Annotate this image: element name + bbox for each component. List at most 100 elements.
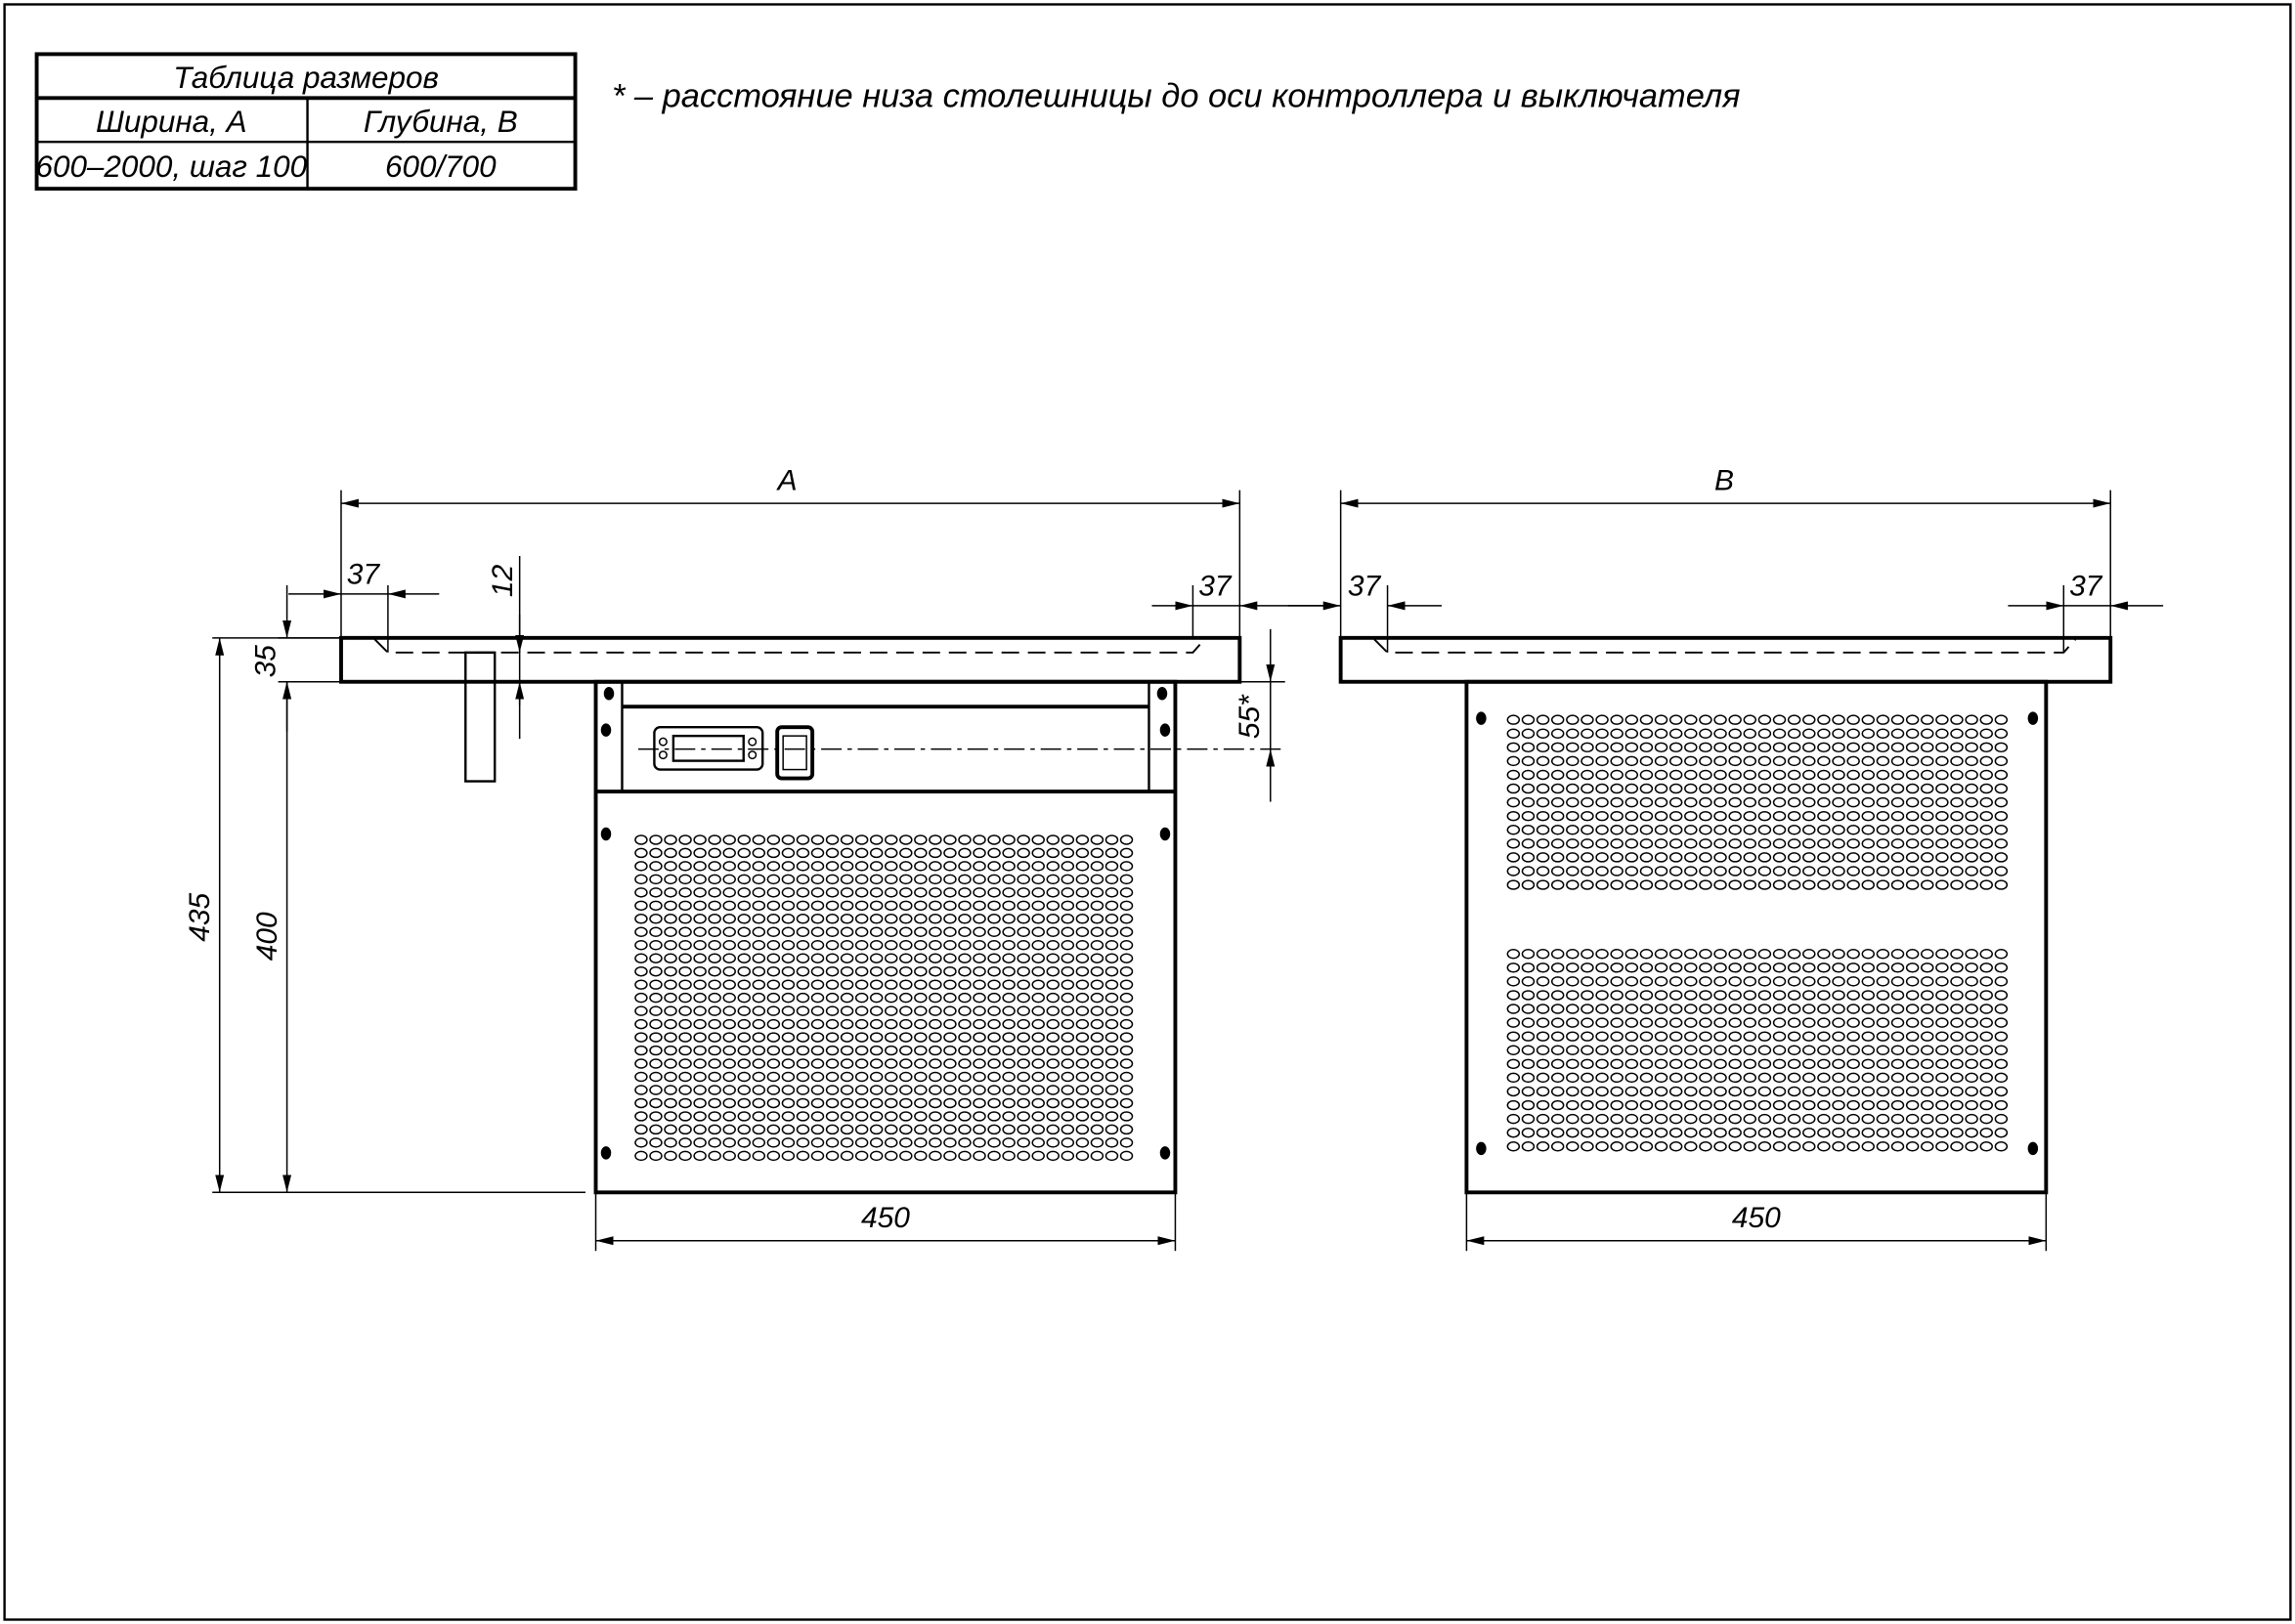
perforation-hole [1090, 914, 1104, 924]
perforation-hole [1521, 948, 1536, 960]
perforation-hole [1787, 1072, 1801, 1084]
perforation-hole [929, 1058, 942, 1069]
perforation-hole [678, 1005, 692, 1016]
perforation-hole [1061, 1085, 1075, 1095]
perforation-hole [678, 940, 692, 951]
perforation-hole [1002, 1150, 1016, 1162]
perforation-hole [737, 1150, 752, 1162]
perforation-hole [1061, 1150, 1075, 1162]
perforation-hole [1876, 1141, 1890, 1152]
perforation-hole [634, 887, 648, 898]
perforation-hole [1713, 1127, 1727, 1138]
perforation-hole [1075, 979, 1090, 990]
perforation-hole [1017, 900, 1030, 912]
perforation-hole [1550, 1017, 1565, 1028]
perforation-hole [664, 1085, 677, 1095]
perforation-hole [1994, 838, 2009, 849]
perforation-hole [1002, 992, 1016, 1004]
perforation-hole [1536, 1072, 1550, 1084]
perforation-hole [1624, 1141, 1639, 1152]
perforation-hole [1566, 962, 1580, 973]
perforation-hole [796, 1045, 810, 1056]
perforation-hole [854, 1058, 869, 1069]
perforation-hole [1832, 990, 1845, 1001]
perforation-hole [1075, 847, 1090, 859]
perforation-hole [1713, 728, 1727, 739]
perforation-hole [1090, 1085, 1104, 1095]
perforation-hole [825, 834, 840, 845]
perforation-hole [796, 1124, 810, 1135]
perforation-hole [1581, 1099, 1594, 1111]
perforation-hole [973, 834, 986, 845]
perforation-hole [766, 834, 781, 845]
perforation-hole [678, 1058, 692, 1069]
perforation-hole [1979, 1004, 1993, 1014]
perforation-hole [1104, 1085, 1119, 1095]
perforation-hole [1610, 1031, 1624, 1042]
perforation-hole [958, 874, 972, 885]
perforation-hole [987, 847, 1001, 859]
perforation-hole [1787, 728, 1801, 739]
perforation-hole [1654, 1127, 1668, 1138]
perforation-hole [752, 1124, 766, 1135]
header-depth: Глубина, В [364, 105, 518, 139]
perforation-hole [1713, 783, 1727, 794]
perforation-hole [1031, 1032, 1045, 1043]
perforation-hole [1668, 852, 1683, 863]
perforation-hole [796, 1150, 810, 1162]
perforation-hole [1890, 879, 1905, 890]
perforation-hole [708, 1032, 721, 1043]
perforation-hole [973, 992, 986, 1004]
screw-icon [1159, 827, 1171, 841]
perforation-hole [1905, 1017, 1920, 1028]
perforation-hole [1921, 976, 1934, 987]
perforation-hole [1624, 755, 1639, 767]
countertop [339, 635, 1242, 684]
perforation-hole [899, 1058, 913, 1069]
perforation-hole [1654, 990, 1668, 1001]
perforation-hole [1566, 1113, 1580, 1125]
perforation-hole [1713, 948, 1727, 960]
perforation-hole [825, 1045, 840, 1056]
screw-icon [1476, 1141, 1487, 1156]
perforation-hole [766, 1085, 781, 1095]
perforation-hole [1119, 914, 1134, 924]
value-depth: 600/700 [385, 150, 497, 184]
perforation-hole [943, 1058, 957, 1069]
perforation-hole [1595, 810, 1609, 822]
perforation-hole [1521, 783, 1536, 794]
perforation-hole [1861, 962, 1876, 973]
perforation-hole [825, 900, 840, 912]
perforation-hole [869, 1058, 884, 1069]
perforation-hole [678, 874, 692, 885]
perforation-hole [1905, 825, 1920, 835]
perforation-hole [664, 874, 677, 885]
perforation-hole [1668, 1086, 1683, 1097]
perforation-hole [1994, 769, 2009, 781]
perforation-hole [914, 1124, 928, 1135]
perforation-hole [766, 874, 781, 885]
perforation-hole [929, 1018, 942, 1030]
perforation-hole [987, 1124, 1001, 1135]
perforation-hole [1046, 1032, 1061, 1043]
perforation-hole [958, 1032, 972, 1043]
perforation-hole [1075, 1018, 1090, 1030]
perforation-hole [1668, 1031, 1683, 1042]
perforation-hole [1046, 1018, 1061, 1030]
perforation-hole [1890, 866, 1905, 876]
perforation-hole [1654, 838, 1668, 849]
perforation-hole [1965, 825, 1978, 835]
perforation-hole [1550, 810, 1565, 822]
perforation-hole [1743, 852, 1757, 863]
perforation-hole [1787, 962, 1801, 973]
drawing-frame [3, 3, 2292, 1621]
perforation-hole [796, 900, 810, 912]
perforation-hole [1595, 783, 1609, 794]
perforation-hole [1935, 714, 1949, 725]
perforation-hole [1104, 887, 1119, 898]
perforation-hole [1861, 810, 1876, 822]
perforation-hole [1994, 1045, 2009, 1056]
perforation-hole [1550, 948, 1565, 960]
perforation-hole [1743, 948, 1757, 960]
perforation-hole [634, 1005, 648, 1016]
